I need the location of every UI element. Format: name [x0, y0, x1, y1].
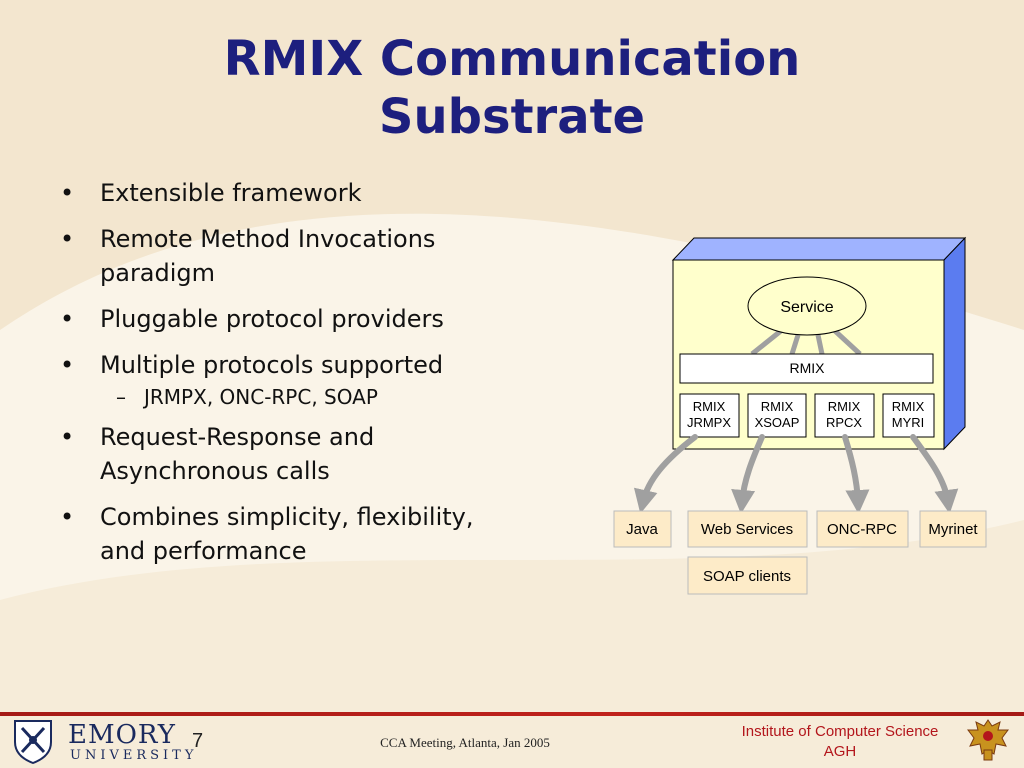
bullet-text: Multiple protocols supported	[100, 351, 444, 379]
box-top-face	[671, 237, 967, 261]
bullet-text: Extensible framework	[100, 179, 362, 207]
target-java-label: Java	[626, 521, 658, 538]
bullet-text: Combines simplicity, flexibility,	[100, 503, 474, 531]
provider-label-line2: XSOAP	[755, 415, 800, 430]
target-soap-clients	[687, 556, 808, 595]
provider-label-line1: RMIX	[761, 399, 794, 414]
agh-eagle-icon	[967, 719, 1009, 761]
target-web-services-label: Web Services	[701, 521, 793, 538]
bullet-dot: •	[60, 351, 75, 379]
provider-box-myri	[882, 393, 935, 438]
target-web-services	[687, 510, 808, 548]
service-ellipse	[747, 276, 867, 336]
rmix-label: RMIX	[790, 360, 826, 376]
sub-bullet-dash: –	[116, 385, 126, 409]
bullet-text-cont: Asynchronous calls	[100, 457, 330, 485]
title-line-2: Substrate	[378, 89, 646, 145]
bullet-dot: •	[60, 305, 75, 333]
provider-label-line2: MYRI	[892, 415, 925, 430]
provider-label-line2: JRMPX	[687, 415, 731, 430]
bullet-text: Pluggable protocol providers	[100, 305, 444, 333]
meeting-info: CCA Meeting, Atlanta, Jan 2005	[380, 735, 550, 750]
target-soap-clients-label: SOAP clients	[703, 568, 791, 585]
provider-label-line1: RMIX	[892, 399, 925, 414]
box-side-face	[943, 236, 966, 451]
service-label: Service	[780, 299, 833, 316]
protocol-arrows	[633, 434, 959, 514]
provider-label-line1: RMIX	[693, 399, 726, 414]
emory-logo: EMORY UNIVERSITY	[12, 718, 193, 764]
target-onc-rpc-label: ONC-RPC	[827, 521, 897, 538]
target-myrinet-label: Myrinet	[928, 521, 978, 538]
bullet-text-cont: and performance	[100, 537, 307, 565]
emory-subtitle: UNIVERSITY	[70, 748, 198, 763]
bullet-item: • Combines simplicity, flexibility, and …	[60, 500, 580, 568]
bullet-item: • Remote Method Invocations paradigm	[60, 222, 580, 290]
rmix-bar	[679, 353, 934, 384]
rmix-architecture-diagram: Service RMIX RMIX JRMPX RMIX XSOAP RMIX …	[600, 230, 1000, 610]
provider-box-rpcx	[814, 393, 875, 438]
sub-bullet-text: JRMPX, ONC-RPC, SOAP	[144, 385, 378, 409]
bullet-item: • Extensible framework	[60, 176, 580, 210]
footer-divider	[0, 712, 1024, 716]
service-arrows	[750, 328, 862, 356]
provider-label-line1: RMIX	[828, 399, 861, 414]
bullet-text-cont: paradigm	[100, 259, 216, 287]
institute-name: Institute of Computer Science AGH	[720, 722, 960, 762]
title-line-1: RMIX Communication	[223, 31, 801, 87]
provider-box-jrmpx	[679, 393, 740, 438]
bullet-dot: •	[60, 423, 75, 451]
provider-label-line2: RPCX	[826, 415, 862, 430]
provider-box-xsoap	[747, 393, 807, 438]
bullet-list: • Extensible framework • Remote Method I…	[60, 176, 580, 580]
target-myrinet	[919, 510, 987, 548]
emory-shield-icon	[14, 720, 52, 764]
target-java	[613, 510, 672, 548]
bullet-item: • Request-Response and Asynchronous call…	[60, 420, 580, 488]
bullet-dot: •	[60, 225, 75, 253]
bullet-item: • Multiple protocols supported	[60, 348, 580, 382]
target-onc-rpc	[816, 510, 909, 548]
slide-title: RMIX Communication Substrate	[0, 30, 1024, 146]
sub-bullet-item: – JRMPX, ONC-RPC, SOAP	[60, 384, 580, 410]
institute-line-2: AGH	[823, 743, 857, 760]
bullet-dot: •	[60, 179, 75, 207]
diagram-svg: Service RMIX RMIX JRMPX RMIX XSOAP RMIX …	[613, 236, 987, 595]
bullet-text: Request-Response and	[100, 423, 375, 451]
bullet-item: • Pluggable protocol providers	[60, 302, 580, 336]
bullet-dot: •	[60, 503, 75, 531]
page-number: 7	[192, 730, 204, 752]
institute-line-1: Institute of Computer Science	[741, 723, 939, 740]
bullet-text: Remote Method Invocations	[100, 225, 436, 253]
emory-name: EMORY	[68, 720, 176, 750]
